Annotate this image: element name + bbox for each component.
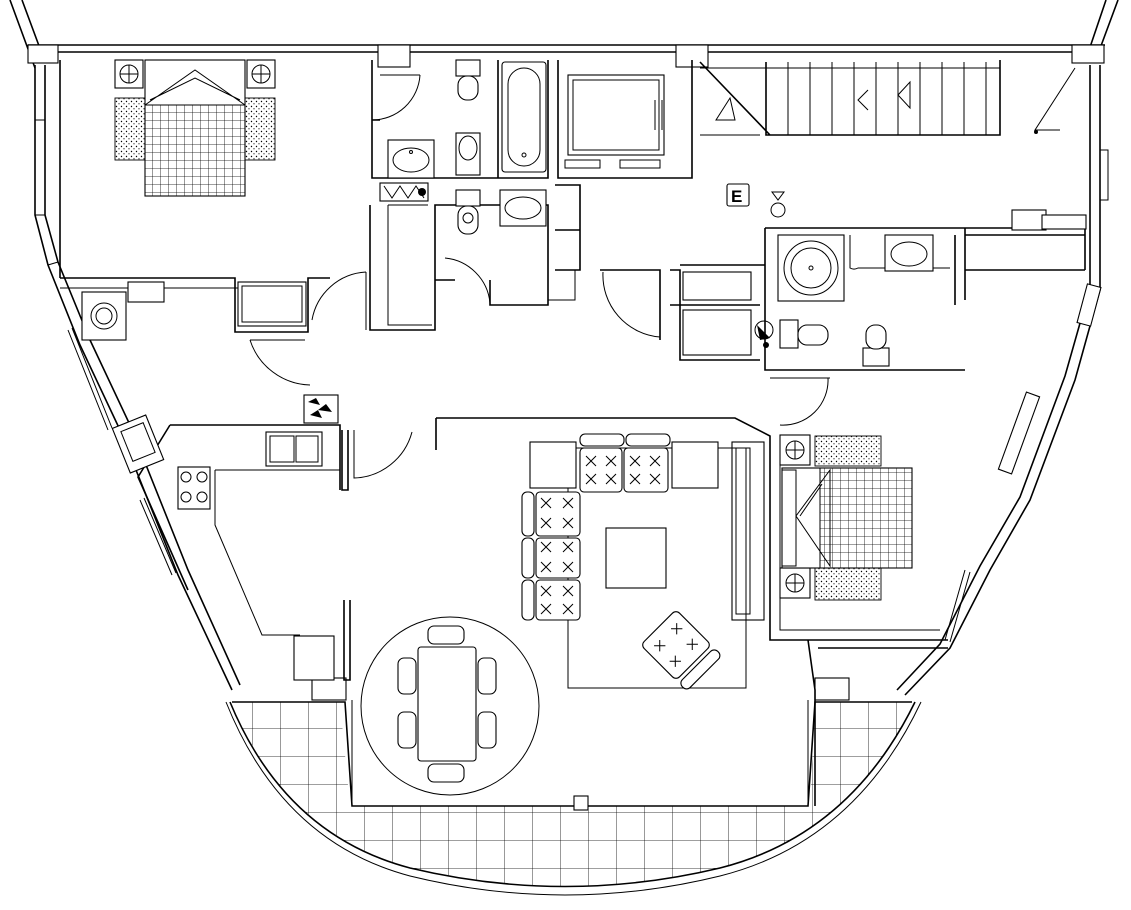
bedroom-right [779, 434, 913, 601]
exterior-walls [9, 0, 1119, 896]
terrace-tiles [230, 677, 915, 887]
kitchen [111, 414, 413, 681]
bathroom-upper [371, 59, 549, 202]
bathroom-lower [311, 189, 549, 331]
living-room [435, 417, 948, 806]
stair-lift-core: E [547, 60, 1076, 301]
bathroom-right [754, 209, 1087, 371]
corridor [600, 264, 830, 426]
dining-area [360, 616, 540, 796]
bed-double-master [114, 59, 276, 197]
elevator-label: E [731, 187, 742, 206]
staircase [699, 60, 1076, 136]
bedroom-master [59, 59, 330, 386]
utility-cabinets [303, 269, 760, 424]
